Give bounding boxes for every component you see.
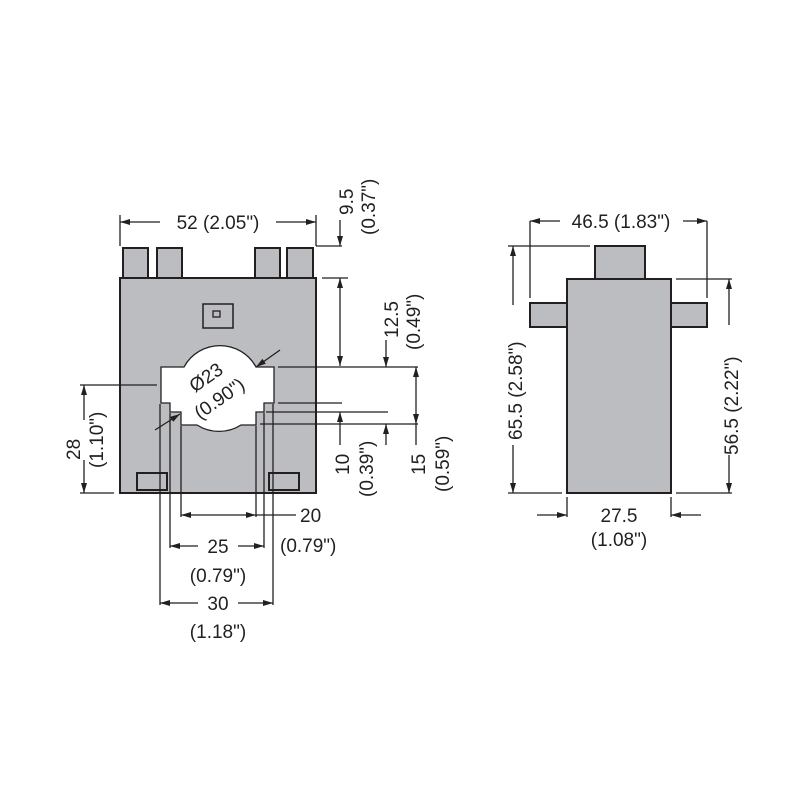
top-tab	[594, 245, 646, 280]
terminal-tab	[286, 247, 314, 279]
terminal-tab	[122, 247, 149, 279]
terminal-tab	[156, 247, 183, 279]
dim-25-mm: 25	[207, 537, 228, 558]
dim-body-height: 56.5 (2.22")	[722, 356, 743, 455]
dim-depth-mm: 27.5	[601, 506, 638, 527]
dim-20-mm: 20	[300, 506, 321, 527]
indicator-inner	[212, 310, 221, 318]
terminal-tab	[254, 247, 281, 279]
dim-20-in: (0.79")	[280, 536, 336, 557]
dim-30-in: (1.18")	[190, 622, 246, 643]
dim-tab-in: (0.37")	[359, 179, 380, 235]
side-flange	[670, 302, 708, 328]
front-view: 52 (2.05") 9.5 (0.37") 12.5 (0.49") Ø23 …	[64, 179, 454, 643]
dim-side-width: 46.5 (1.83")	[572, 212, 671, 233]
dim-height-in: (1.10")	[87, 412, 108, 468]
dim-10-in: (0.39")	[357, 441, 378, 497]
mounting-slot	[136, 472, 168, 491]
dim-width-52: 52 (2.05")	[177, 213, 260, 234]
side-flange	[529, 302, 568, 328]
dim-height-mm: 28	[64, 439, 85, 460]
indicator-square	[202, 303, 234, 329]
cable-window	[160, 345, 275, 432]
side-body	[566, 278, 672, 494]
dim-12-5-mm: 12.5	[382, 301, 403, 338]
side-view: 46.5 (1.83") 65.5 (2.58") 56.5 (2.22") 2…	[506, 212, 743, 551]
dim-tab-mm: 9.5	[337, 189, 358, 215]
dim-depth-in: (1.08")	[591, 530, 647, 551]
dim-total-height: 65.5 (2.58")	[506, 341, 527, 440]
dim-30-mm: 30	[207, 594, 228, 615]
dim-15-mm: 15	[409, 454, 430, 475]
dim-15-in: (0.59")	[433, 436, 454, 492]
mounting-slot	[268, 472, 300, 491]
dim-12-5-in: (0.49")	[404, 294, 425, 350]
dim-10-mm: 10	[333, 454, 354, 475]
dim-25-in: (0.79")	[190, 566, 246, 587]
